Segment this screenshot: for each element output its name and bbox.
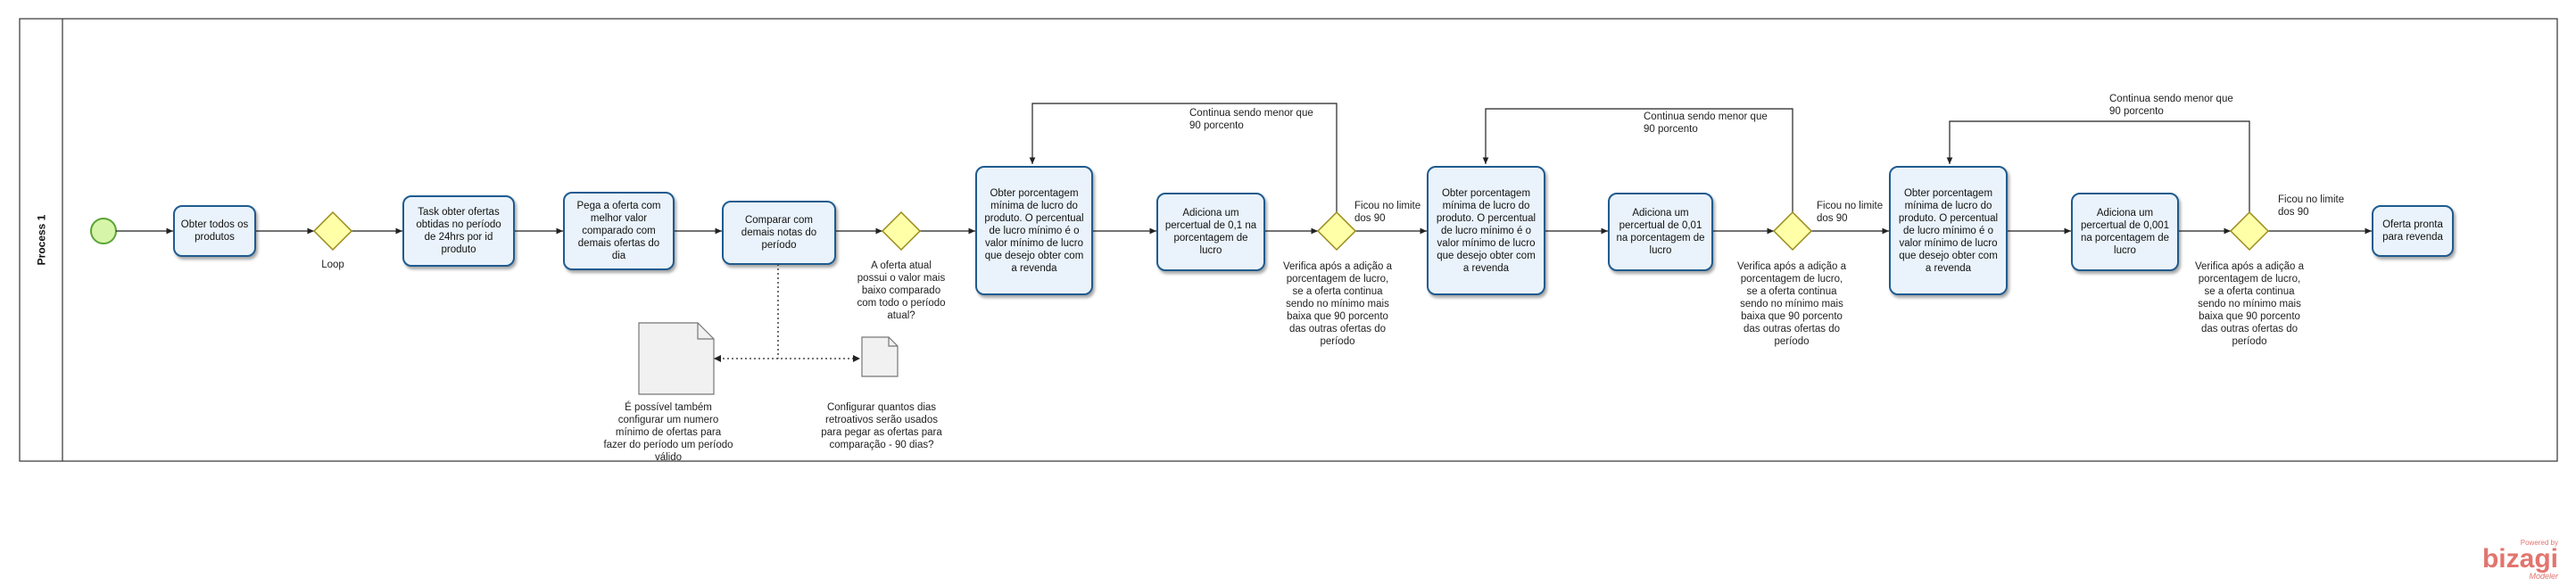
gateway-check-90-3[interactable]: [2229, 210, 2270, 252]
annotation-min-offers: É possível também configurar um numero m…: [603, 402, 733, 463]
label-limit-90-3: Ficou no limite dos 90: [2278, 194, 2345, 218]
document-icon[interactable]: [861, 336, 899, 377]
label-verify-2: Verifica após a adição a porcentagem de …: [1736, 261, 1847, 347]
gateway-loop[interactable]: [312, 210, 353, 252]
label-continue-below-1: Continua sendo menor que 90 porcento: [1189, 108, 1313, 131]
task-add-0-001[interactable]: Adiciona um percertual de 0,001 na porce…: [2071, 193, 2179, 271]
label-verify-3: Verifica após a adição a porcentagem de …: [2194, 261, 2305, 347]
document-fold: [888, 337, 898, 347]
task-min-profit-2[interactable]: Obter porcentagem mínima de lucro do pro…: [1427, 166, 1545, 295]
start-event[interactable]: [90, 218, 117, 244]
gateway-check-90-2[interactable]: [1772, 210, 1813, 252]
task-best-offer[interactable]: Pega a oferta com melhor valor comparado…: [563, 192, 675, 270]
label-limit-90-2: Ficou no limite dos 90: [1817, 201, 1884, 224]
task-add-0-01[interactable]: Adiciona um percertual de 0,01 na porcen…: [1608, 193, 1713, 271]
label-verify-1: Verifica após a adição a porcentagem de …: [1282, 261, 1393, 347]
sequence-flows: [116, 103, 2372, 235]
pool: [19, 18, 2558, 462]
label-continue-below-3: Continua sendo menor que 90 porcento: [2109, 94, 2233, 117]
task-offer-ready[interactable]: Oferta pronta para revenda: [2372, 205, 2454, 257]
brand-name: bizagi: [2481, 544, 2558, 574]
label-lowest-offer-question: A oferta atual possui o valor mais baixo…: [857, 260, 946, 321]
task-get-all-products[interactable]: Obter todos os produtos: [173, 205, 256, 257]
task-min-profit-1[interactable]: Obter porcentagem mínima de lucro do pro…: [975, 166, 1093, 295]
label-loop: Loop: [321, 260, 344, 270]
powered-by-text: Powered by: [2520, 539, 2558, 547]
task-get-offers-24h[interactable]: Task obter ofertas obtidas no período de…: [402, 195, 515, 267]
brand-sub: Modeler: [2529, 572, 2558, 581]
associations: [714, 264, 860, 359]
label-limit-90-1: Ficou no limite dos 90: [1354, 201, 1421, 224]
document-fold: [697, 323, 714, 340]
task-compare-period[interactable]: Comparar com demais notas do período: [722, 201, 836, 265]
task-add-0-1[interactable]: Adiciona um percertual de 0,1 na porcent…: [1156, 193, 1265, 271]
annotation-retro-days: Configurar quantos dias retroativos serã…: [821, 402, 942, 450]
gateway-lowest-offer[interactable]: [881, 210, 922, 252]
association-arrowheads: [714, 355, 860, 362]
label-continue-below-2: Continua sendo menor que 90 porcento: [1644, 111, 1768, 135]
document-icon[interactable]: [638, 322, 715, 395]
bizagi-logo: Powered by bizagi Modeler: [2482, 539, 2558, 581]
pool-label: Process 1: [35, 214, 47, 266]
gateway-check-90-1[interactable]: [1316, 210, 1357, 252]
task-min-profit-3[interactable]: Obter porcentagem mínima de lucro do pro…: [1889, 166, 2008, 295]
